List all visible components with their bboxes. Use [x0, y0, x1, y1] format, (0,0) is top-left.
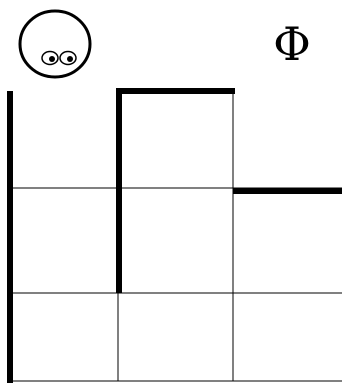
cell-r1-c2[interactable] — [119, 91, 233, 188]
goal-symbol: Φ — [262, 14, 322, 74]
cell-r1-c3[interactable] — [233, 91, 342, 188]
cell-r2-c1[interactable] — [10, 188, 118, 293]
cell-r3-c2[interactable] — [119, 293, 233, 381]
cell-r2-c3[interactable] — [233, 188, 342, 293]
cell-r3-c3[interactable] — [233, 293, 342, 381]
cell-r3-c1[interactable] — [10, 293, 118, 381]
cell-r1-c1[interactable] — [10, 91, 118, 188]
cell-r2-c2[interactable] — [119, 188, 233, 293]
agent-face-icon — [17, 8, 97, 80]
